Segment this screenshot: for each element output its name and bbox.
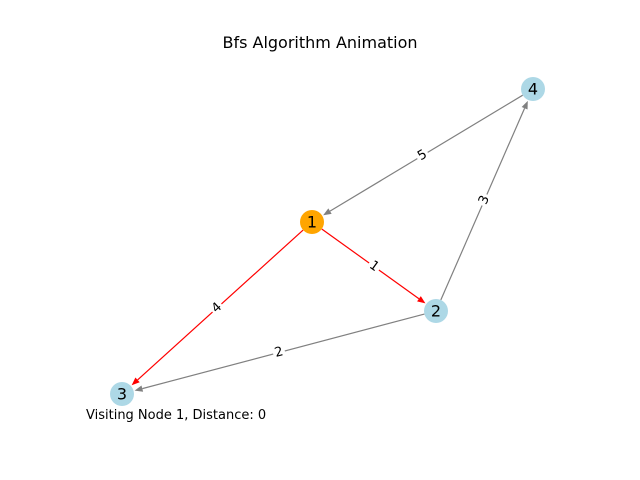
- status-text: Visiting Node 1, Distance: 0: [86, 408, 267, 423]
- node-4: 4: [521, 77, 545, 101]
- edge-weight-1-2: 1: [364, 256, 384, 277]
- node-label: 1: [307, 213, 317, 232]
- edge-weight-bg: [271, 343, 287, 362]
- arrowhead-icon: [521, 100, 528, 110]
- node-circle: [521, 77, 545, 101]
- node-label: 2: [431, 302, 441, 321]
- nodes-layer: 1 2 3 4: [110, 77, 545, 406]
- edge-weight-label: 2: [273, 344, 285, 361]
- edge-weight-2-3: 2: [271, 343, 287, 362]
- arrowhead-icon: [323, 208, 332, 216]
- node-circle: [424, 299, 448, 323]
- edge-weight-bg: [413, 145, 432, 166]
- node-circle: [110, 382, 134, 406]
- node-label: 3: [117, 385, 127, 404]
- diagram-title: Bfs Algorithm Animation: [222, 33, 418, 52]
- node-3: 3: [110, 382, 134, 406]
- edges-layer: [131, 94, 528, 392]
- arrowhead-icon: [417, 296, 426, 304]
- node-2: 2: [424, 299, 448, 323]
- edge-weight-4-1: 5: [413, 145, 432, 166]
- node-circle: [300, 210, 324, 234]
- edge-weight-1-3: 4: [207, 298, 227, 318]
- node-label: 4: [528, 80, 538, 99]
- arrowhead-icon: [131, 377, 140, 386]
- arrowhead-icon: [134, 385, 144, 392]
- edge-weight-bg: [364, 256, 384, 277]
- edge-weight-bg: [474, 191, 495, 209]
- edge-weight-bg: [207, 298, 227, 318]
- edge-labels-layer: 1 4 2 3 5: [207, 145, 495, 362]
- edge-weight-2-4: 3: [474, 191, 495, 209]
- node-1: 1: [300, 210, 324, 234]
